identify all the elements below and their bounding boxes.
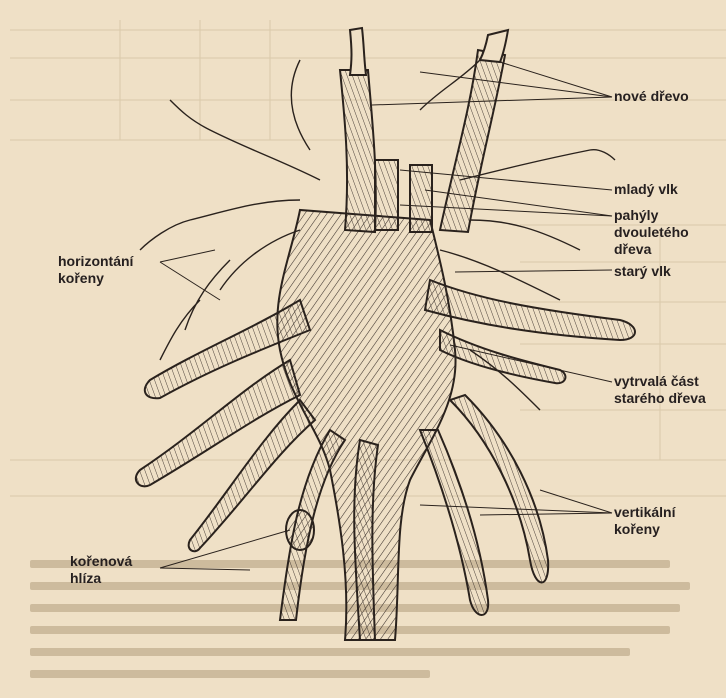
label-vertikalni-line2: kořeny <box>614 521 675 538</box>
label-vytrvala-line2: starého dřeva <box>614 390 706 407</box>
label-korenova-hliza: kořenová hlíza <box>70 553 132 587</box>
label-nove-drevo-text: nové dřevo <box>614 88 689 105</box>
label-vertikalni-line1: vertikální <box>614 504 675 521</box>
label-horizontalni-line2: kořeny <box>58 270 133 287</box>
label-pahyly: pahýly dvouletého dřeva <box>614 207 689 258</box>
label-vertikalni-koreny: vertikální kořeny <box>614 504 675 538</box>
label-vytrvala-cast: vytrvalá část starého dřeva <box>614 373 706 407</box>
label-vytrvala-line1: vytrvalá část <box>614 373 706 390</box>
label-stary-vlk-text: starý vlk <box>614 263 671 280</box>
label-pahyly-line3: dřeva <box>614 241 689 258</box>
root-mass <box>136 210 635 640</box>
label-horizontalni-line1: horizontání <box>58 253 133 270</box>
label-pahyly-line2: dvouletého <box>614 224 689 241</box>
label-pahyly-line1: pahýly <box>614 207 689 224</box>
label-stary-vlk: starý vlk <box>614 263 671 280</box>
canes <box>340 28 508 232</box>
label-korenova-line2: hlíza <box>70 570 132 587</box>
label-nove-drevo: nové dřevo <box>614 88 689 105</box>
label-mlady-vlk: mladý vlk <box>614 181 678 198</box>
label-korenova-line1: kořenová <box>70 553 132 570</box>
label-mlady-vlk-text: mladý vlk <box>614 181 678 198</box>
label-horizontalni-koreny: horizontání kořeny <box>58 253 133 287</box>
